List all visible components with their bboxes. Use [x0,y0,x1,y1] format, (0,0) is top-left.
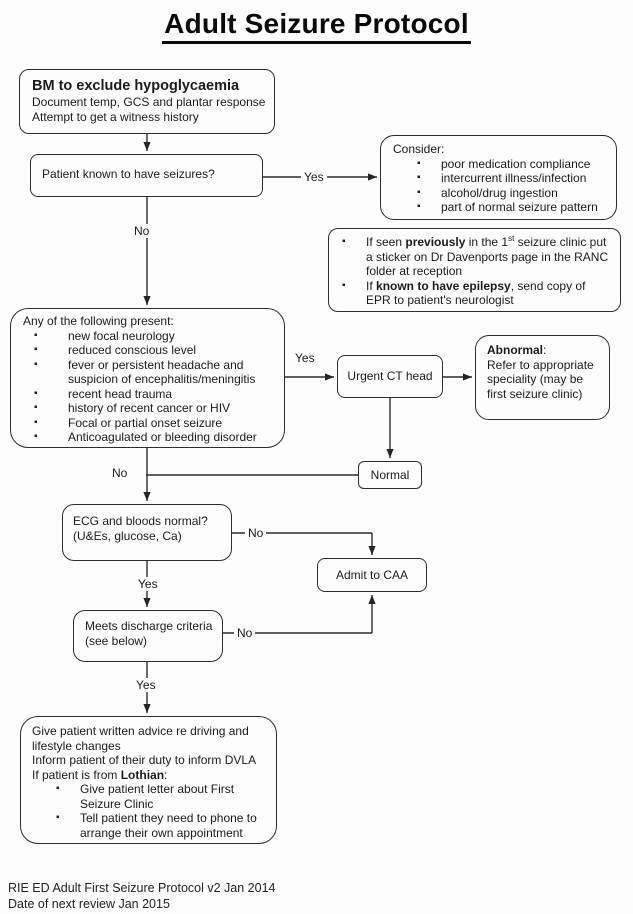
bullet-item: Tell patient they need to phone to arran… [32,811,265,840]
bullet-item: reduced conscious level [23,343,272,358]
label-yes-ecg: Yes [135,577,161,591]
discharge-criteria-line: (see below) [85,633,148,648]
consider-causes-box: Consider: poor medication compliance int… [380,135,617,220]
bm-check-box: BM to exclude hypoglycaemia Document tem… [19,69,275,134]
footer-version-note: RIE ED Adult First Seizure Protocol v2 J… [8,881,276,912]
ecg-line: ECG and bloods normal? [73,514,208,528]
bullet-item: Anticoagulated or bleeding disorder [23,430,272,445]
ecg-bloods-question-box: ECG and bloods normal? (U&Es, glucose, C… [62,504,232,561]
clinic-note-list: If seen previously in the 1st seizure cl… [339,235,610,308]
abnormal-result-box: Abnormal: Refer to appropriate specialit… [475,335,610,420]
red-flags-box: Any of the following present: new focal … [10,308,285,448]
urgent-ct-head-box: Urgent CT head [337,355,443,398]
discharge-criteria-line: Meets discharge criteria [85,619,213,633]
advice-line: Inform patient of their duty to inform D… [32,753,257,767]
footer-line: Date of next review Jan 2015 [8,896,170,911]
bullet-item: recent head trauma [23,387,272,402]
bullet-item: Focal or partial onset seizure [23,416,272,431]
bm-line: Document temp, GCS and plantar response [32,95,266,109]
admit-caa-text: Admit to CAA [335,567,409,582]
advice-line: Give patient written advice re driving a… [32,724,249,753]
bullet-item: alcohol/drug ingestion [393,186,604,201]
label-yes-red-flags: Yes [292,351,318,365]
discharge-advice-box: Give patient written advice re driving a… [20,716,277,844]
ecg-line: (U&Es, glucose, Ca) [73,528,182,543]
bm-heading: BM to exclude hypoglycaemia [32,78,240,94]
normal-text: Normal [370,467,410,482]
red-flags-list: new focal neurology reduced conscious le… [23,329,272,445]
page-title-text: Adult Seizure Protocol [162,8,471,44]
label-no-red-flags: No [109,466,131,480]
bullet-item: intercurrent illness/infection [393,171,604,186]
bullet-item: part of normal seizure pattern [393,200,604,215]
known-seizures-question-box: Patient known to have seizures? [30,154,263,197]
footer-line: RIE ED Adult First Seizure Protocol v2 J… [8,881,276,895]
normal-result-box: Normal [358,461,422,489]
red-flags-heading: Any of the following present: [23,314,174,328]
consider-list: poor medication compliance intercurrent … [393,157,604,215]
bm-line: Attempt to get a witness history [32,109,199,124]
label-yes-seizures: Yes [301,170,327,184]
label-yes-discharge-criteria: Yes [133,678,159,692]
label-no-ecg: No [245,526,267,540]
abnormal-text: Refer to appropriate speciality (may be … [487,357,594,401]
known-seizures-text: Patient known to have seizures? [42,167,215,181]
consider-heading: Consider: [393,142,445,156]
advice-list: Give patient letter about First Seizure … [32,782,265,840]
bullet-item: new focal neurology [23,329,272,344]
advice-line: If patient is from Lothian: [32,767,168,782]
bullet-item: If known to have epilepsy, send copy of … [339,279,610,308]
bullet-item: poor medication compliance [393,157,604,172]
admit-caa-box: Admit to CAA [317,558,427,592]
abnormal-heading: Abnormal: [487,343,547,357]
bullet-item: If seen previously in the 1st seizure cl… [339,235,610,279]
discharge-criteria-question-box: Meets discharge criteria (see below) [73,610,223,662]
bullet-item: fever or persistent headache and suspici… [23,358,272,387]
page-title: Adult Seizure Protocol [0,4,633,44]
label-no-discharge-criteria: No [234,626,256,640]
bullet-item: history of recent cancer or HIV [23,401,272,416]
bullet-item: Give patient letter about First Seizure … [32,782,265,811]
first-seizure-clinic-note-box: If seen previously in the 1st seizure cl… [328,228,621,312]
label-no-seizures: No [131,224,153,238]
urgent-ct-text: Urgent CT head [347,369,433,384]
